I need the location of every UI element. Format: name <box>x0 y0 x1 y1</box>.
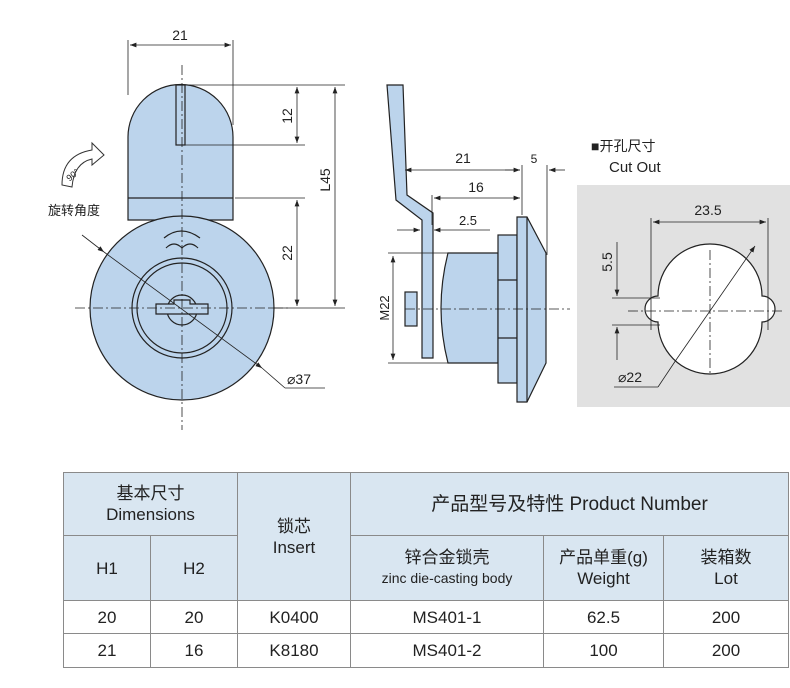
cell-insert: K0400 <box>237 600 351 634</box>
side-dim-16: 16 <box>468 179 484 195</box>
side-dim-5: 5 <box>531 152 538 166</box>
table-row: 20 20 K0400 MS401-1 62.5 200 <box>63 600 789 634</box>
product-header: 产品型号及特性 Product Number <box>350 472 789 536</box>
body-cn: 锌合金锁壳 <box>404 548 490 567</box>
cutout-panel <box>577 185 790 407</box>
body-en: zinc die-casting body <box>381 570 513 586</box>
side-dim-21: 21 <box>455 150 471 166</box>
cell-weight: 62.5 <box>543 600 664 634</box>
cell-h1: 20 <box>63 600 151 634</box>
front-dim-length: L45 <box>317 168 333 192</box>
cell-h2: 16 <box>150 633 238 668</box>
technical-drawing: 21 12 22 L45 ⌀37 90° 旋转角度 21 5 16 2.5 <box>48 27 790 430</box>
cell-model: MS401-1 <box>350 600 544 634</box>
insert-en: Insert <box>272 537 316 557</box>
table-row: 21 16 K8180 MS401-2 100 200 <box>63 633 789 668</box>
cell-model: MS401-2 <box>350 633 544 668</box>
h2-header: H2 <box>150 535 238 601</box>
cell-weight: 100 <box>543 633 664 668</box>
cell-insert: K8180 <box>237 633 351 668</box>
cutout-dim-ear: 5.5 <box>599 252 615 272</box>
insert-cn: 锁芯 <box>277 516 311 536</box>
front-dim-h2: 22 <box>279 245 295 261</box>
cell-h1: 21 <box>63 633 151 668</box>
front-view <box>75 40 345 430</box>
side-cam-lever <box>386 84 434 359</box>
dimensions-cn: 基本尺寸 <box>116 484 185 503</box>
side-dim-thread: M22 <box>377 295 392 320</box>
side-dim-2-5: 2.5 <box>459 213 477 228</box>
cutout-dim-width: 23.5 <box>694 202 721 218</box>
cell-h2: 20 <box>150 600 238 634</box>
cutout-dim-diameter: ⌀22 <box>618 369 642 385</box>
h1-header: H1 <box>63 535 151 601</box>
side-view <box>386 84 570 403</box>
dimensions-en: Dimensions <box>106 505 195 524</box>
front-dim-diameter: ⌀37 <box>287 371 311 387</box>
lot-en: Lot <box>714 569 738 588</box>
cell-lot: 200 <box>663 633 789 668</box>
front-dim-slot: 12 <box>279 108 295 124</box>
cell-lot: 200 <box>663 600 789 634</box>
rotation-arrow-icon: 90° <box>61 141 105 188</box>
rotation-label: 旋转角度 <box>48 203 100 218</box>
cutout-title-en: Cut Out <box>609 159 662 176</box>
cutout-title-cn: ■开孔尺寸 <box>591 138 655 154</box>
lot-cn: 装箱数 <box>700 548 752 567</box>
front-dim-width: 21 <box>172 27 188 43</box>
weight-en: Weight <box>577 569 630 588</box>
flange <box>516 216 547 403</box>
weight-cn: 产品单重(g) <box>559 548 648 567</box>
